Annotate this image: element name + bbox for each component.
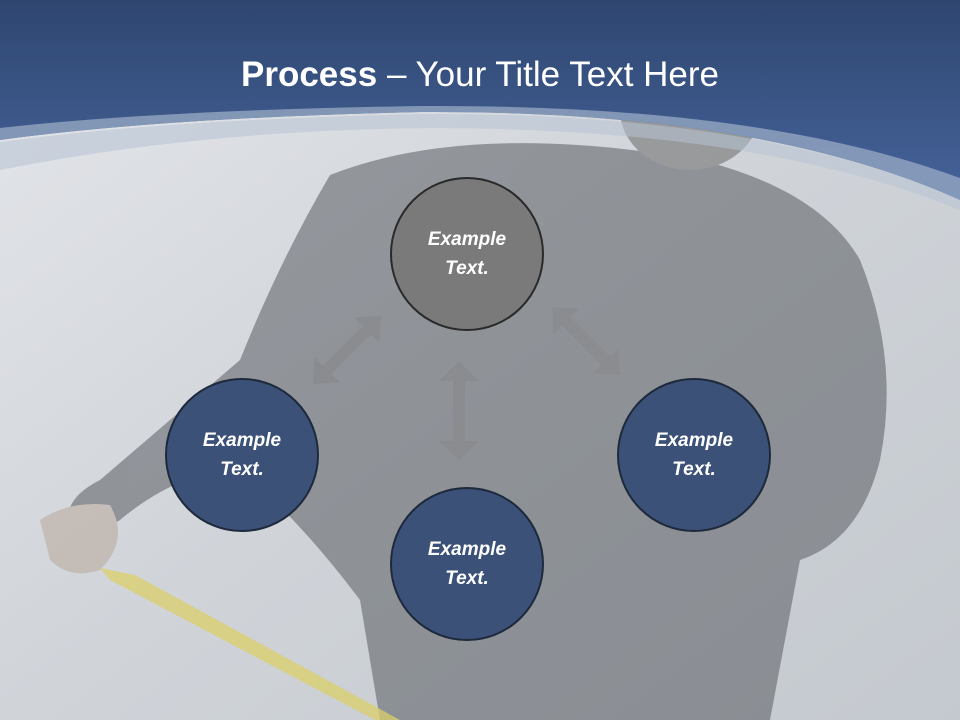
node-label-line1: Example <box>202 430 282 451</box>
node-label-line1: Example <box>427 229 507 250</box>
slide-title: Process – Your Title Text Here <box>0 52 960 98</box>
process-node-top: Example Text. <box>390 177 544 331</box>
title-rest: – Your Title Text Here <box>377 55 719 94</box>
tape-measure <box>100 568 400 720</box>
node-label-line2: Text. <box>672 459 716 480</box>
node-label-line2: Text. <box>445 568 489 589</box>
title-bold: Process <box>241 55 378 94</box>
node-label-line2: Text. <box>445 258 489 279</box>
node-label-line2: Text. <box>220 459 264 480</box>
process-node-right: Example Text. <box>617 378 771 532</box>
process-node-left: Example Text. <box>165 378 319 532</box>
process-node-bottom: Example Text. <box>390 487 544 641</box>
node-label-line1: Example <box>427 539 507 560</box>
node-label-line1: Example <box>654 430 734 451</box>
